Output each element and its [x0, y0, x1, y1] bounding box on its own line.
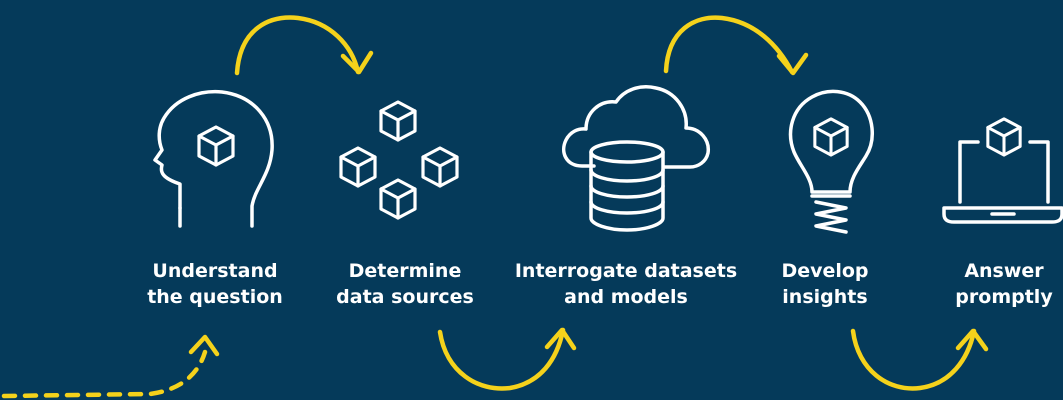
- step-label-line: insights: [782, 286, 868, 308]
- laptop-cube-icon: [942, 117, 1063, 224]
- step-label-line: Answer: [964, 260, 1044, 282]
- step-label-line: data sources: [336, 286, 474, 308]
- head-cube-icon: [153, 89, 274, 228]
- step-label-line: and models: [564, 286, 688, 308]
- step-label-develop: Develop insights: [770, 258, 880, 310]
- step-label-answer: Answer promptly: [945, 258, 1063, 310]
- step-label-line: Interrogate datasets: [514, 260, 738, 282]
- step-label-understand: Understand the question: [140, 258, 290, 310]
- top-arrow-1: [234, 15, 374, 76]
- lightbulb-cube-icon: [788, 89, 874, 234]
- step-label-line: Develop: [781, 260, 869, 282]
- step-label-interrogate: Interrogate datasets and models: [510, 258, 742, 310]
- step-label-determine: Determine data sources: [325, 258, 485, 310]
- cloud-database-icon: [561, 85, 710, 232]
- stacked-cubes-icon: [339, 100, 459, 220]
- step-label-line: Understand: [152, 260, 278, 282]
- bottom-arrow-1: [437, 327, 577, 391]
- step-label-line: Determine: [348, 260, 462, 282]
- dashed-entry-arrow: [1, 334, 220, 399]
- step-label-line: the question: [147, 286, 283, 308]
- top-arrow-2: [663, 15, 809, 76]
- bottom-arrow-2: [850, 328, 989, 391]
- step-label-line: promptly: [955, 286, 1053, 308]
